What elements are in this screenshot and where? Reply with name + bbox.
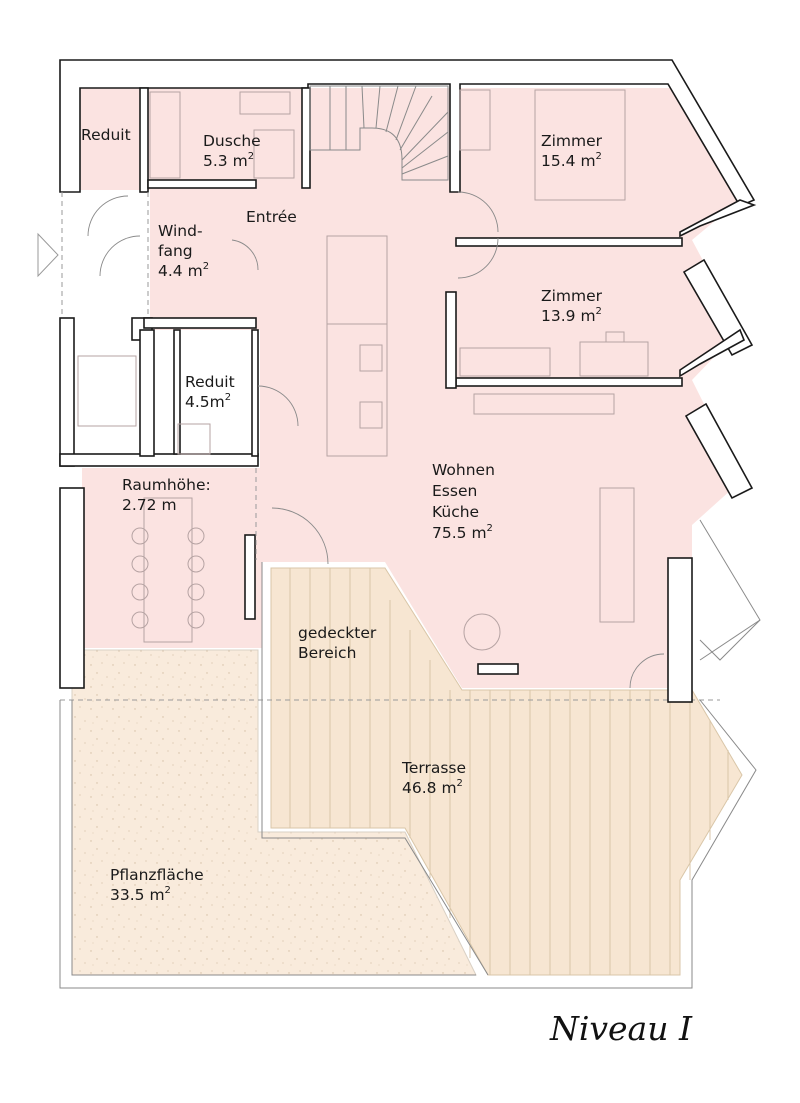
terrace-area <box>270 567 743 976</box>
staircase <box>309 85 449 181</box>
label-dusche: Dusche <box>203 132 261 150</box>
label-gedeckter: gedeckter <box>298 624 377 642</box>
area-zimmer-1: 15.4 m2 <box>541 151 602 170</box>
doors <box>61 191 665 689</box>
label-kueche: Küche <box>432 503 479 521</box>
label-reduit-mid: Reduit <box>185 373 235 391</box>
label-raumhoehe: Raumhöhe: <box>122 476 211 494</box>
area-reduit-mid: 4.5m2 <box>185 392 231 411</box>
label-reduit-top: Reduit <box>81 126 131 144</box>
label-terrasse: Terrasse <box>401 759 466 777</box>
value-raumhoehe: 2.72 m <box>122 496 177 514</box>
plan-title: Niveau I <box>549 1009 693 1048</box>
area-wohnen: 75.5 m2 <box>432 523 493 542</box>
terrace-planks <box>289 568 729 975</box>
label-wohnen: Wohnen <box>432 461 495 479</box>
label-windfang-1: Wind- <box>158 222 203 240</box>
area-terrasse: 46.8 m2 <box>402 778 463 797</box>
furniture <box>77 89 649 651</box>
shaft-zone <box>60 318 152 466</box>
entry-outside-zone <box>60 192 148 317</box>
label-pflanzflaeche: Pflanzfläche <box>110 866 204 884</box>
label-bereich: Bereich <box>298 644 356 662</box>
label-zimmer-2: Zimmer <box>541 287 603 305</box>
label-essen: Essen <box>432 482 477 500</box>
entrance-arrow-icon <box>37 232 59 278</box>
area-zimmer-2: 13.9 m2 <box>541 306 602 325</box>
label-zimmer-1: Zimmer <box>541 132 603 150</box>
area-dusche: 5.3 m2 <box>203 151 254 170</box>
label-windfang-2: fang <box>158 242 193 260</box>
label-entree: Entrée <box>246 208 297 226</box>
area-windfang: 4.4 m2 <box>158 261 209 280</box>
area-pflanzflaeche: 33.5 m2 <box>110 885 171 904</box>
walls <box>59 59 761 989</box>
